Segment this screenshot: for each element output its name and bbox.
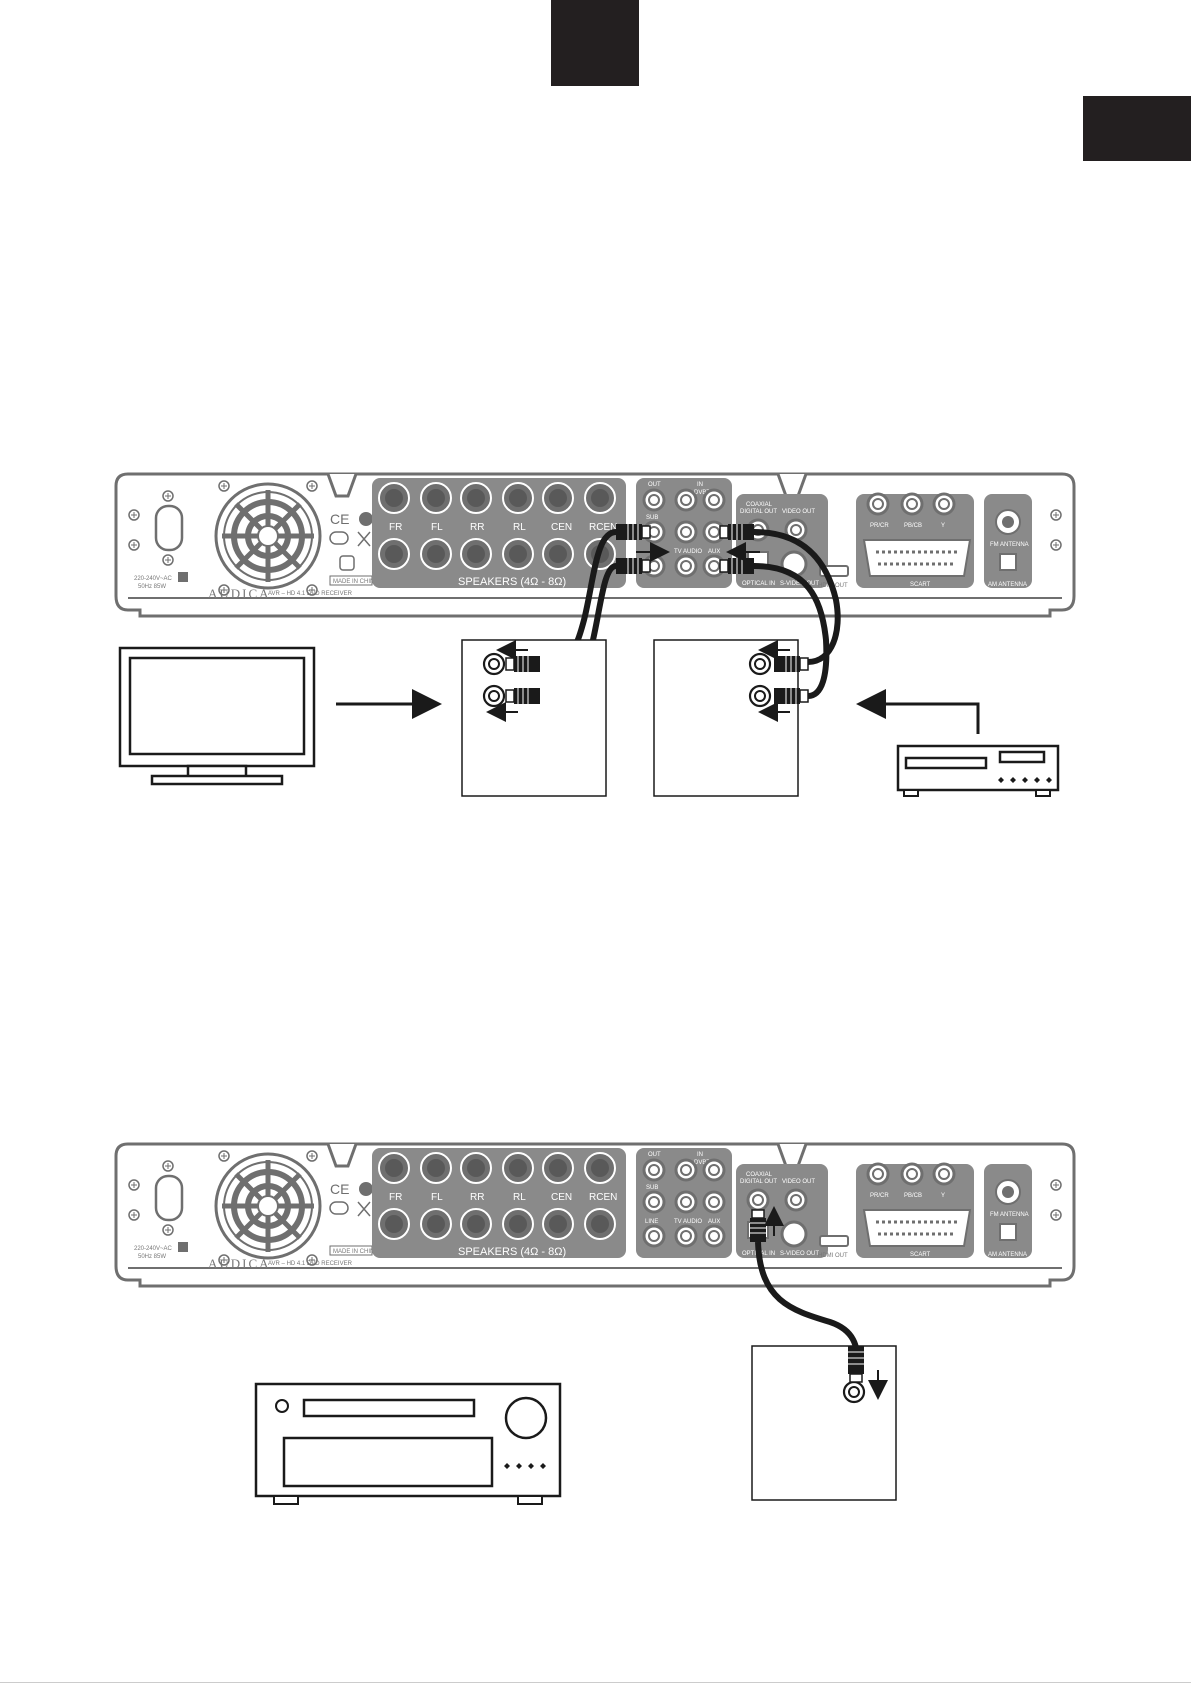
cd-player-icon xyxy=(896,744,1060,797)
speaker-label-fl: FL xyxy=(431,522,443,533)
page-tab-side xyxy=(1083,96,1191,161)
speaker-label-rr: RR xyxy=(470,522,484,533)
aux-jack-box xyxy=(653,639,809,797)
tv-icon xyxy=(118,646,316,786)
power-rating-line1: 220-240V~AC xyxy=(134,576,173,582)
speakers-title-2: SPEAKERS (4Ω - 8Ω) xyxy=(458,1246,566,1258)
tv-audio-jack-box xyxy=(461,639,607,797)
hdmi-out-label-2: HDMI OUT xyxy=(818,1253,848,1259)
receiver-back-panel: CE 220-240V~AC 50Hz 85W AUDICA AVR – HD … xyxy=(114,472,1076,618)
coaxial-label: COAXIAL xyxy=(746,502,773,508)
s-video-label: S-VIDEO OUT xyxy=(780,581,819,587)
coaxial-digital-out-label-2: DIGITAL OUT xyxy=(740,1179,777,1185)
speaker-label-fr: FR xyxy=(389,522,402,533)
rca-plug-receiver-tv-r xyxy=(615,557,651,575)
speaker-label-rr-2: RR xyxy=(470,1192,484,1203)
component-pr-label: PR/CR xyxy=(870,523,889,529)
coaxial-label-2: COAXIAL xyxy=(746,1172,773,1178)
audio-in-label-2: IN xyxy=(697,1152,703,1158)
component-y-label-2: Y xyxy=(941,1193,945,1199)
rca-plug-receiver-aux-r xyxy=(719,557,755,575)
video-out-label: VIDEO OUT xyxy=(782,509,815,515)
tv-audio-label: TV AUDIO xyxy=(674,549,702,555)
am-antenna-label-2: AM ANTENNA xyxy=(988,1252,1027,1258)
dvbt-label: DVBT xyxy=(694,490,710,496)
rca-plug-receiver-tv-l xyxy=(615,523,651,541)
speaker-label-rl-2: RL xyxy=(513,1192,526,1203)
component-pr-label-2: PR/CR xyxy=(870,1193,889,1199)
speaker-label-rcen: RCEN xyxy=(589,522,617,533)
page-tab-top xyxy=(551,0,639,86)
brand-logo-2: AUDICA xyxy=(208,1256,271,1271)
power-rating-line2-2: 50Hz 85W xyxy=(138,1254,166,1260)
player-to-box-arrow xyxy=(856,689,980,734)
av-amplifier-icon xyxy=(254,1382,562,1505)
ce-mark: CE xyxy=(330,511,349,527)
coaxial-plug-receiver xyxy=(750,1209,766,1242)
optical-in-label: OPTICAL IN xyxy=(742,581,775,587)
am-antenna-label: AM ANTENNA xyxy=(988,582,1027,588)
ce-mark-2: CE xyxy=(330,1181,349,1197)
sub-label: SUB xyxy=(646,515,658,521)
speaker-label-fr-2: FR xyxy=(389,1192,402,1203)
audio-in-label: IN xyxy=(697,482,703,488)
model-label-2: AVR – HD 4.1 DVD RECEIVER xyxy=(268,1261,353,1267)
power-rating-line1-2: 220-240V~AC xyxy=(134,1246,173,1252)
speaker-label-cen: CEN xyxy=(551,522,572,533)
audio-out-label-2: OUT xyxy=(648,1152,661,1158)
component-pb-label-2: PB/CB xyxy=(904,1193,922,1199)
scart-label: SCART xyxy=(910,582,931,588)
speaker-label-rl: RL xyxy=(513,522,526,533)
sub-label-2: SUB xyxy=(646,1185,658,1191)
speaker-label-rcen-2: RCEN xyxy=(589,1192,617,1203)
made-in-label: MADE IN CHINA xyxy=(333,579,378,585)
s-video-label-2: S-VIDEO OUT xyxy=(780,1251,819,1257)
speaker-label-cen-2: CEN xyxy=(551,1192,572,1203)
audio-cables-aux xyxy=(753,529,841,699)
fm-antenna-label-2: FM ANTENNA xyxy=(990,1212,1029,1218)
scart-label-2: SCART xyxy=(910,1252,931,1258)
made-in-label-2: MADE IN CHINA xyxy=(333,1249,378,1255)
audio-out-label: OUT xyxy=(648,482,661,488)
diagram-bottom: CE 220-240V~AC 50Hz 85W AUDICA AVR – HD … xyxy=(114,1142,1076,1505)
component-y-label: Y xyxy=(941,523,945,529)
speakers-title: SPEAKERS (4Ω - 8Ω) xyxy=(458,576,566,588)
receiver-back-panel-2: CE 220-240V~AC 50Hz 85W AUDICA AVR – HD … xyxy=(114,1142,1076,1288)
aux-label-2: AUX xyxy=(708,1219,720,1225)
rca-plug-receiver-aux-l xyxy=(719,523,755,541)
dvbt-label-2: DVBT xyxy=(694,1160,710,1166)
fm-antenna-label: FM ANTENNA xyxy=(990,542,1029,548)
power-rating-line2: 50Hz 85W xyxy=(138,584,166,590)
speaker-label-fl-2: FL xyxy=(431,1192,443,1203)
component-pb-label: PB/CB xyxy=(904,523,922,529)
brand-logo: AUDICA xyxy=(208,586,271,601)
line-label: LINE xyxy=(645,1219,658,1225)
model-label: AVR – HD 4.1 DVD RECEIVER xyxy=(268,591,353,597)
tv-audio-label-2: TV AUDIO xyxy=(674,1219,702,1225)
coaxial-input-box xyxy=(751,1345,897,1501)
video-out-label-2: VIDEO OUT xyxy=(782,1179,815,1185)
antenna-panel xyxy=(984,494,1032,588)
page-bottom-rule xyxy=(0,1682,1191,1683)
diagram-top: CE 220-240V~AC 50Hz 85W AUDICA AVR – HD … xyxy=(114,472,1076,797)
coaxial-digital-out-label: DIGITAL OUT xyxy=(740,509,777,515)
aux-label: AUX xyxy=(708,549,720,555)
